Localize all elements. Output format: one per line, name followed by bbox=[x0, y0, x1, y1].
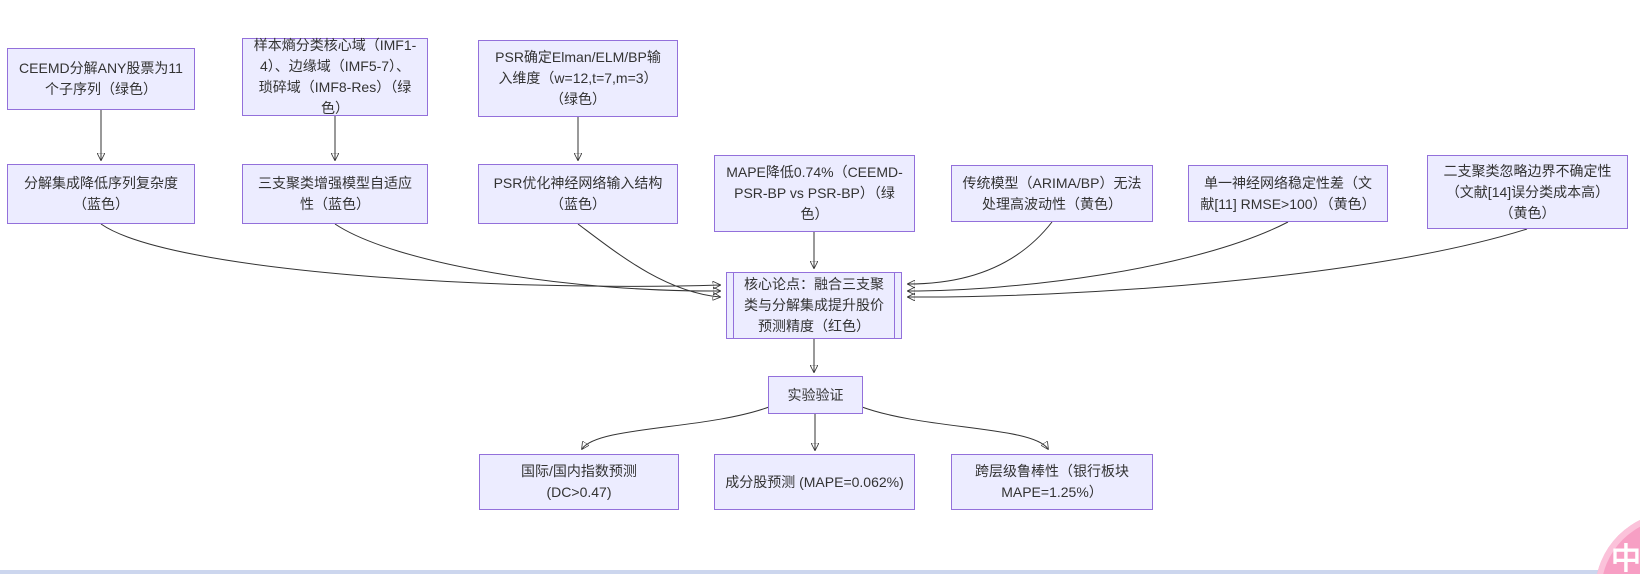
translate-badge-label-bottom: こ bbox=[1609, 564, 1635, 574]
node-sample-entropy: 样本熵分类核心域（IMF1-4）、边缘域（IMF5-7）、琐碎域（IMF8-Re… bbox=[242, 37, 428, 116]
bottom-scrollbar-strip[interactable] bbox=[0, 570, 1640, 574]
node-psr-dimension: PSR确定Elman/ELM/BP输入维度（w=12,t=7,m=3）（绿色） bbox=[478, 40, 678, 117]
node-core-thesis: 核心论点：融合三支聚类与分解集成提升股价预测精度（红色） bbox=[726, 272, 902, 339]
node-traditional-model-limit: 传统模型（ARIMA/BP）无法处理高波动性（黄色） bbox=[951, 165, 1153, 222]
node-experiment-validation: 实验验证 bbox=[768, 376, 863, 414]
edge-exp-res3 bbox=[861, 406, 1048, 449]
edge-mid3-core bbox=[577, 223, 720, 297]
node-mape-reduction: MAPE降低0.74%（CEEMD-PSR-BP vs PSR-BP）（绿色） bbox=[714, 155, 915, 232]
node-index-prediction: 国际/国内指数预测 (DC>0.47) bbox=[479, 454, 679, 510]
node-ceemd-decompose: CEEMD分解ANY股票为11个子序列（绿色） bbox=[7, 48, 195, 110]
node-constituent-prediction: 成分股预测 (MAPE=0.062%) bbox=[714, 454, 915, 510]
node-single-network-instability: 单一神经网络稳定性差（文献[11] RMSE>100）（黄色） bbox=[1188, 165, 1388, 222]
node-cross-level-robustness: 跨层级鲁棒性（银行板块 MAPE=1.25%） bbox=[951, 454, 1153, 510]
node-three-way-adaptivity: 三支聚类增强模型自适应性（蓝色） bbox=[242, 164, 428, 224]
edge-mid6-core bbox=[908, 221, 1289, 291]
edge-mid7-core bbox=[908, 228, 1528, 297]
node-decompose-complexity: 分解集成降低序列复杂度（蓝色） bbox=[7, 164, 195, 224]
node-psr-input-structure: PSR优化神经网络输入结构（蓝色） bbox=[478, 164, 678, 224]
edge-exp-res1 bbox=[582, 406, 770, 449]
translate-badge-label-top: 中A bbox=[1611, 543, 1640, 574]
edge-mid2-core bbox=[334, 223, 720, 291]
edge-mid1-core bbox=[100, 223, 720, 286]
edge-mid5-core bbox=[908, 221, 1053, 284]
node-two-way-cluster-limit: 二支聚类忽略边界不确定性（文献[14]误分类成本高）（黄色） bbox=[1427, 155, 1628, 229]
